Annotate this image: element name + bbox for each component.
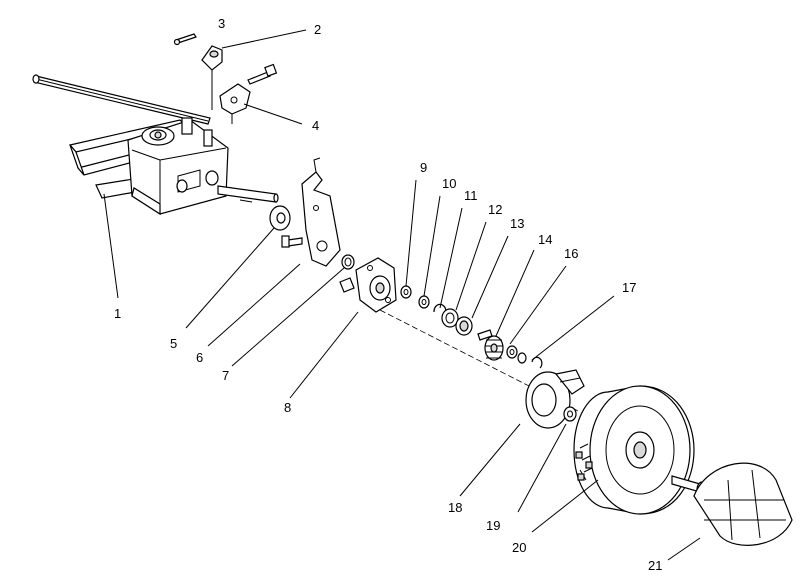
callout-17: 17 [622,280,636,295]
o-ring [341,254,355,270]
callout-14: 14 [538,232,552,247]
cotter-pin [173,33,197,46]
gear-bearing [455,316,473,336]
pivot-bolt [281,235,303,248]
spacer-washer [418,295,430,309]
axle-centerline [379,309,581,413]
callout-12: 12 [488,202,502,217]
height-adjust-plate [301,157,341,267]
callout-10: 10 [442,176,456,191]
flat-washer [269,205,291,231]
callout-13: 13 [510,216,524,231]
callout-2: 2 [314,22,321,37]
wheel-washer [563,406,577,422]
callout-19: 19 [486,518,500,533]
transmission-housing [127,117,229,216]
ring-gear-hub [525,369,585,429]
axle-spacer [517,352,527,364]
wheel [573,385,695,515]
leader-lines [103,29,701,561]
cable-cap [201,45,223,110]
drive-shaft [32,74,211,125]
callout-1: 1 [114,306,121,321]
wheel-mount-bracket [339,257,397,313]
ball-bearing [441,308,459,328]
gear-washer [506,345,518,359]
pinion-gear [484,335,504,361]
hub-cap [693,462,793,546]
callout-9: 9 [420,160,427,175]
callout-16: 16 [564,246,578,261]
callout-21: 21 [648,558,662,573]
callout-labels: 1 2 3 4 5 6 7 8 9 10 11 12 13 14 16 17 1… [114,16,662,573]
thrust-washer [400,285,412,299]
callout-5: 5 [170,336,177,351]
callout-6: 6 [196,350,203,365]
callout-7: 7 [222,368,229,383]
output-shaft [217,185,279,203]
callout-3: 3 [218,16,225,31]
callout-20: 20 [512,540,526,555]
callout-18: 18 [448,500,462,515]
callout-8: 8 [284,400,291,415]
callout-4: 4 [312,118,319,133]
bracket-bolt [247,63,278,85]
callout-11: 11 [464,188,478,203]
cable-bracket [219,83,251,124]
